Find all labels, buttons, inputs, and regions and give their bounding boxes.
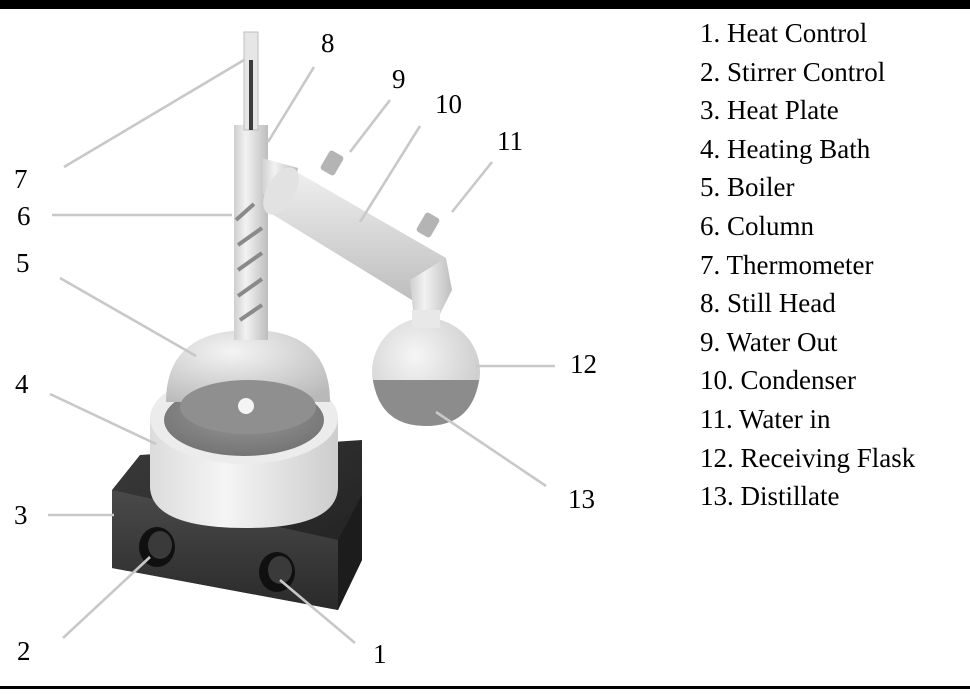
legend-item: 3. Heat Plate — [700, 95, 839, 126]
callout-numbers: 1 2 3 4 5 6 7 8 9 10 11 12 13 — [14, 28, 597, 669]
callout-4: 4 — [15, 369, 29, 399]
callout-7: 7 — [14, 164, 28, 194]
heat-control-knob — [259, 552, 295, 592]
callout-13: 13 — [568, 484, 595, 514]
callout-5: 5 — [16, 248, 30, 278]
legend-item: 8. Still Head — [700, 288, 836, 319]
legend-item: 2. Stirrer Control — [700, 56, 886, 87]
stirrer-control-knob — [139, 527, 175, 567]
legend-item: 7. Thermometer — [700, 249, 874, 280]
top-rule — [0, 0, 970, 9]
legend: 1. Heat Control 2. Stirrer Control 3. He… — [700, 14, 968, 516]
receiving-flask — [372, 310, 480, 426]
legend-item: 6. Column — [700, 210, 815, 241]
legend-item: 5. Boiler — [700, 172, 795, 203]
callout-11: 11 — [497, 126, 523, 156]
callout-2: 2 — [17, 636, 31, 666]
condenser — [263, 150, 452, 322]
legend-item: 10. Condenser — [700, 365, 856, 396]
callout-1: 1 — [373, 639, 387, 669]
thermometer — [243, 31, 259, 131]
callout-12: 12 — [570, 349, 597, 379]
column — [234, 125, 268, 340]
legend-item: 9. Water Out — [700, 326, 838, 357]
callout-6: 6 — [17, 201, 31, 231]
legend-item: 1. Heat Control — [700, 18, 868, 48]
legend-item: 11. Water in — [700, 403, 831, 434]
bottom-rule — [0, 686, 970, 689]
callout-3: 3 — [14, 500, 28, 530]
callout-8: 8 — [321, 28, 335, 58]
legend-item: 12. Receiving Flask — [700, 442, 916, 473]
leader-lines — [48, 58, 555, 644]
callout-10: 10 — [435, 89, 462, 119]
legend-item: 13. Distillate — [700, 481, 840, 512]
legend-item: 4. Heating Bath — [700, 133, 871, 164]
callout-9: 9 — [392, 64, 406, 94]
boiler-flask — [166, 330, 330, 434]
